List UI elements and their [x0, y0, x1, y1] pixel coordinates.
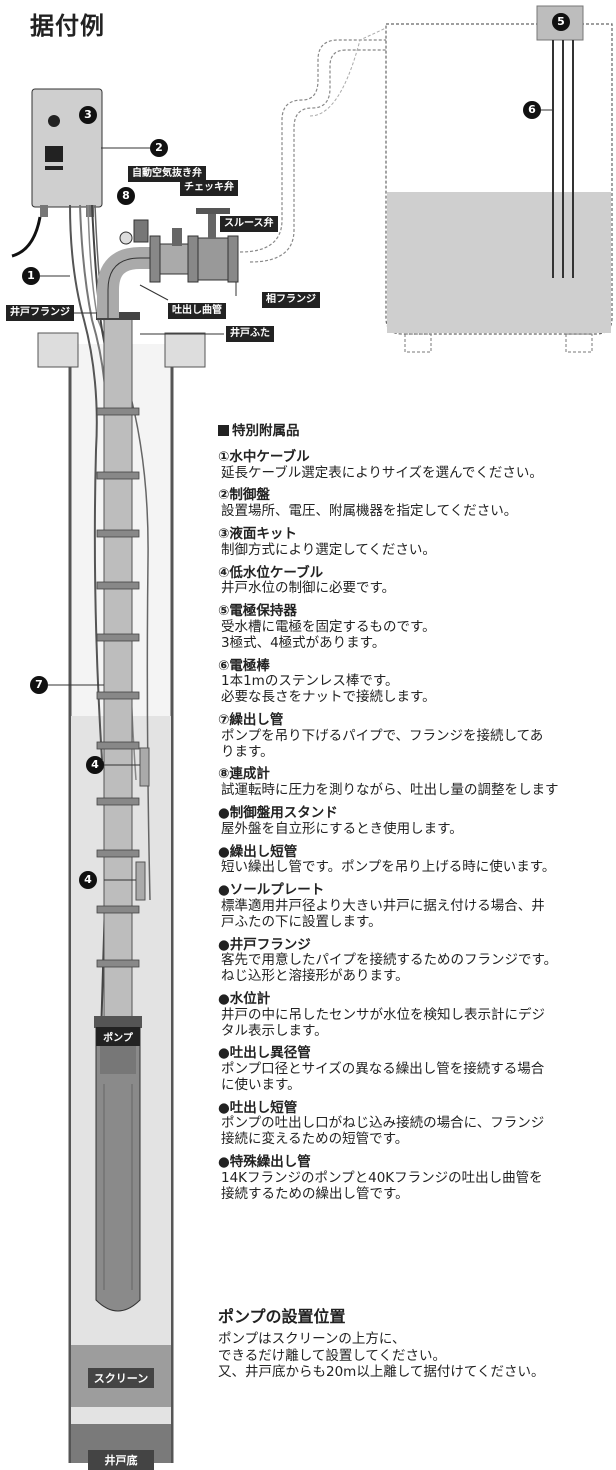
legend-item-title: ⑥電極棒 [218, 657, 270, 674]
legend-item-desc: 屋外盤を自立形にするとき使用します。 [221, 820, 463, 837]
install-note: ポンプの設置位置 ポンプはスクリーンの上方に、 できるだけ離して設置してください… [218, 1303, 614, 1381]
legend-item-title: ③液面キット [218, 525, 297, 542]
marker-7: 7 [30, 676, 48, 694]
well-bottom-label: 井戸底 [88, 1450, 154, 1470]
legend-item: ●繰出し短管短い繰出し管です。ポンプを吊り上げる時に使います。 [218, 843, 614, 877]
marker-3: 3 [79, 106, 97, 124]
legend-item-title: ②制御盤 [218, 487, 270, 504]
legend-item-title: ●吐出し異径管 [218, 1045, 311, 1062]
receiving-tank [385, 5, 613, 353]
legend-item-desc: 制御方式により選定してください。 [221, 541, 436, 558]
legend-item-desc: ポンプ口径とサイズの異なる繰出し管を接続する場合 に使います。 [221, 1061, 545, 1093]
legend-item-title: ●制御盤用スタンド [218, 804, 338, 821]
legend-item-desc: 短い繰出し管です。ポンプを吊り上げる時に使います。 [221, 859, 556, 876]
legend-item-title: ●吐出し短管 [218, 1099, 298, 1116]
legend-item-title: ⑤電極保持器 [218, 603, 297, 620]
legend-item: ●ソールプレート標準適用井戸径より大きい井戸に据え付ける場合、井 戸ふたの下に設… [218, 882, 614, 930]
legend-heading: 特別附属品 [218, 423, 614, 440]
legend-item: ②制御盤設置場所、電圧、附属機器を指定してください。 [218, 488, 614, 520]
valve-assembly [97, 208, 239, 318]
marker-4-upper: 4 [86, 756, 104, 774]
legend-item-title: ●井戸フランジ [218, 936, 311, 953]
discharge-elbow-label: 吐出し曲管 [168, 303, 226, 319]
legend-item: ①水中ケーブル延長ケーブル選定表によりサイズを選んでください。 [218, 448, 614, 482]
well-flange-label: 井戸フランジ [6, 305, 74, 321]
legend-item-title: ●水位計 [218, 990, 271, 1007]
marker-1: 1 [22, 267, 40, 285]
marker-2: 2 [150, 139, 168, 157]
legend-item: ⑦繰出し管ポンプを吊り下げるパイプで、フランジを接続してあ ります。 [218, 711, 614, 760]
legend-item: ⑤電極保持器受水槽に電極を固定するものです。 3極式、4極式があります。 [218, 603, 614, 651]
legend-item-desc: 試運転時に圧力を測りながら、吐出し量の調整をします [221, 782, 559, 799]
pump [94, 1016, 142, 1312]
legend-item-title: ⑧連成計 [218, 766, 270, 783]
auto-air-valve-label: 自動空気抜き弁 [128, 166, 206, 182]
page-title: 据付例 [30, 12, 105, 40]
marker-5: 5 [552, 13, 570, 31]
legend-item-desc: 延長ケーブル選定表によりサイズを選んでください。 [221, 464, 543, 481]
legend-item: ●制御盤用スタンド屋外盤を自立形にするとき使用します。 [218, 804, 614, 838]
legend-item: ●井戸フランジ客先で用意したパイプを接続するためのフランジです。 ねじ込形と溶接… [218, 936, 614, 985]
legend-item-title: ⑦繰出し管 [218, 711, 284, 728]
legend-item-desc: 14Kフランジのポンプと40Kフランジの吐出し曲管を 接続するための繰出し管です… [221, 1169, 543, 1202]
install-body: ポンプはスクリーンの上方に、 できるだけ離して設置してください。 又、井戸底から… [218, 1331, 545, 1380]
check-valve-label: チェッキ弁 [180, 180, 238, 196]
well-cover-label: 井戸ふた [226, 326, 274, 342]
legend-item-title: ●ソールプレート [218, 882, 325, 899]
legend-item: ●吐出し短管ポンプの吐出し口がねじ込み接続の場合に、フランジ 接続に変えるための… [218, 1099, 614, 1148]
legend-item-title: ①水中ケーブル [218, 448, 310, 465]
legend-item-desc: ポンプの吐出し口がねじ込み接続の場合に、フランジ 接続に変えるための短管です。 [221, 1115, 545, 1148]
legend-item-title: ●特殊繰出し管 [218, 1154, 311, 1171]
legend-item: ④低水位ケーブル井戸水位の制御に必要です。 [218, 564, 614, 598]
accessories-legend: 特別附属品 ①水中ケーブル延長ケーブル選定表によりサイズを選んでください。 ②制御… [218, 423, 614, 1209]
pump-label: ポンプ [96, 1027, 140, 1046]
legend-item-desc: 井戸水位の制御に必要です。 [221, 580, 396, 597]
screen-label: スクリーン [88, 1368, 154, 1388]
marker-4-lower: 4 [79, 871, 97, 889]
legend-item-title: ④低水位ケーブル [218, 564, 324, 581]
legend-item: ●水位計井戸の中に吊したセンサが水位を検知し表示計にデジ タル表示します。 [218, 990, 614, 1039]
legend-item-desc: ポンプを吊り下げるパイプで、フランジを接続してあ ります。 [221, 727, 544, 760]
legend-item-desc: 客先で用意したパイプを接続するためのフランジです。 ねじ込形と溶接形があります。 [221, 952, 558, 985]
install-title: ポンプの設置位置 [218, 1307, 346, 1326]
legend-item-desc: 井戸の中に吊したセンサが水位を検知し表示計にデジ タル表示します。 [221, 1006, 545, 1039]
marker-8: 8 [117, 187, 135, 205]
marker-6: 6 [523, 101, 541, 119]
pipe-couplings [96, 407, 140, 968]
legend-item: ③液面キット制御方式により選定してください。 [218, 525, 614, 559]
legend-item-desc: 受水槽に電極を固定するものです。 3極式、4極式があります。 [221, 618, 436, 651]
legend-item: ⑧連成計試運転時に圧力を測りながら、吐出し量の調整をします [218, 767, 614, 799]
legend-item: ●吐出し異径管ポンプ口径とサイズの異なる繰出し管を接続する場合 に使います。 [218, 1045, 614, 1093]
sluice-valve-label: スルース弁 [220, 216, 278, 232]
legend-items: ①水中ケーブル延長ケーブル選定表によりサイズを選んでください。 ②制御盤設置場所、… [218, 448, 614, 1203]
legend-item-desc: 設置場所、電圧、附属機器を指定してください。 [221, 503, 518, 520]
legend-item-desc: 1本1mのステンレス棒です。 必要な長さをナットで接続します。 [221, 673, 436, 706]
mating-flange-label: 相フランジ [262, 292, 320, 308]
legend-item-desc: 標準適用井戸径より大きい井戸に据え付ける場合、井 戸ふたの下に設置します。 [221, 897, 545, 930]
legend-item-title: ●繰出し短管 [218, 843, 298, 860]
